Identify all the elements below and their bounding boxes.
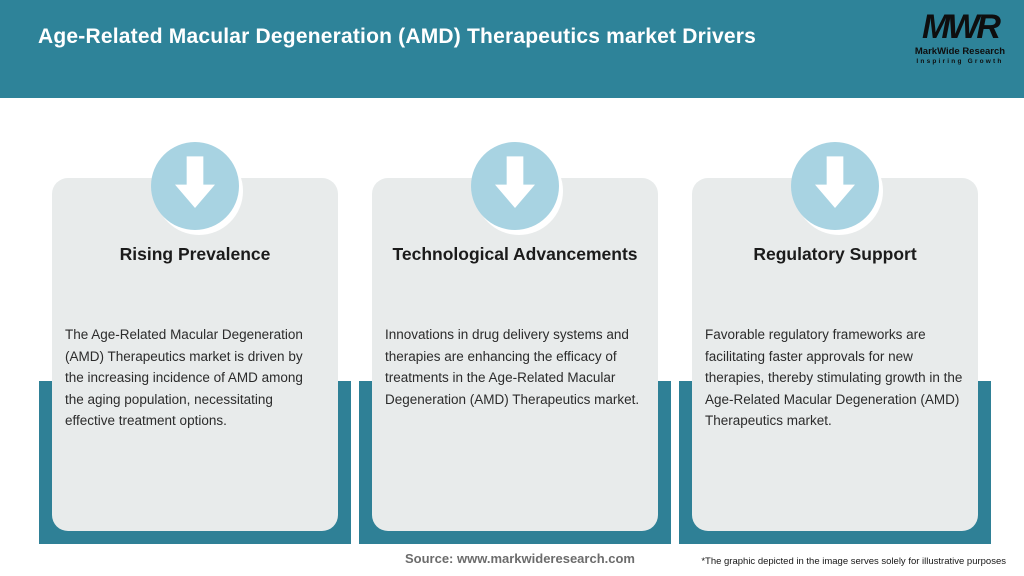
source-text: Source: www.markwideresearch.com <box>404 551 635 566</box>
header-banner: Age-Related Macular Degeneration (AMD) T… <box>0 0 1024 98</box>
card-title: Technological Advancements <box>392 244 638 264</box>
driver-card-rising-prevalence: Rising Prevalence The Age-Related Macula… <box>52 178 338 531</box>
logo-name: MarkWide Research <box>914 46 1006 57</box>
arrow-down-icon <box>175 156 215 208</box>
logo-tagline: Inspiring Growth <box>916 57 1004 65</box>
arrow-circle <box>471 142 559 230</box>
arrow-down-icon <box>815 156 855 208</box>
arrow-down-icon <box>495 156 535 208</box>
card-title: Rising Prevalence <box>119 244 271 264</box>
driver-card-technological-advancements: Technological Advancements Innovations i… <box>372 178 658 531</box>
disclaimer-text: *The graphic depicted in the image serve… <box>701 556 1006 567</box>
driver-card-regulatory-support: Regulatory Support Favorable regulatory … <box>692 178 978 531</box>
page-title: Age-Related Macular Degeneration (AMD) T… <box>38 25 757 48</box>
card-description: Innovations in drug delivery systems and… <box>385 327 640 407</box>
card-description: Favorable regulatory frameworks are faci… <box>705 327 963 428</box>
logo-monogram: MWR <box>922 8 1001 46</box>
arrow-circle <box>791 142 879 230</box>
arrow-circle <box>151 142 239 230</box>
card-description: The Age-Related Macular Degeneration (AM… <box>65 327 303 428</box>
brand-logo: MWR MarkWide Research Inspiring Growth <box>910 10 1010 65</box>
card-title: Regulatory Support <box>753 244 917 264</box>
